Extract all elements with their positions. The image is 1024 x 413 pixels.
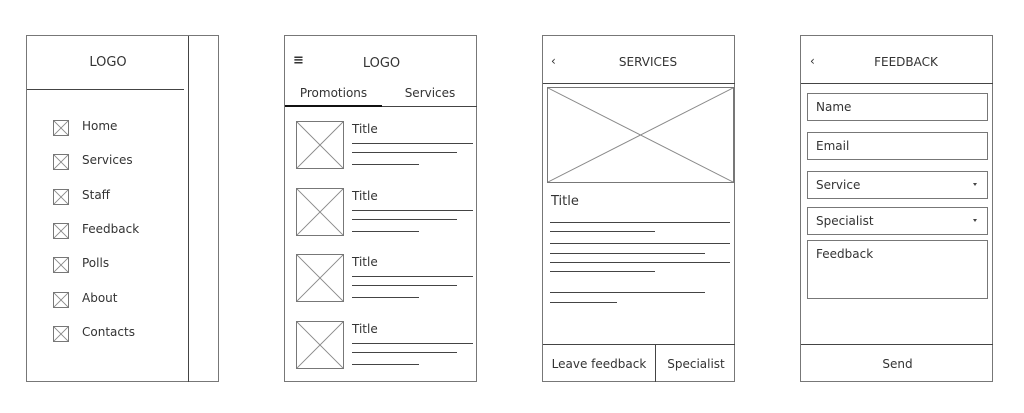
menu-item-contacts[interactable]: Contacts bbox=[53, 324, 173, 342]
email-field[interactable]: Email bbox=[807, 132, 988, 160]
image-placeholder bbox=[296, 320, 344, 369]
text-line bbox=[352, 218, 457, 220]
tab-active-indicator bbox=[285, 105, 382, 107]
text-line bbox=[352, 342, 473, 344]
text-line bbox=[352, 285, 457, 286]
header-divider bbox=[543, 83, 735, 84]
name-field[interactable]: Name bbox=[807, 93, 988, 121]
menu-item-polls[interactable]: Polls bbox=[53, 255, 173, 274]
specialist-button[interactable]: Specialist bbox=[667, 357, 725, 371]
image-placeholder-icon bbox=[53, 222, 69, 239]
menu-item-label: Contacts bbox=[82, 324, 135, 339]
chevron-left-icon[interactable]: ‹ bbox=[810, 54, 815, 68]
list-item[interactable]: Title bbox=[285, 254, 478, 304]
image-placeholder-icon bbox=[53, 291, 69, 308]
hamburger-icon[interactable]: ≡ bbox=[293, 53, 304, 68]
image-placeholder-icon bbox=[53, 188, 69, 205]
text-line bbox=[352, 230, 419, 232]
services-screen: ‹ SERVICES Title Leave feedback Speciali… bbox=[542, 35, 735, 382]
menu-item-label: About bbox=[82, 290, 118, 305]
text-line bbox=[352, 297, 419, 298]
specialist-select[interactable]: Specialist bbox=[807, 207, 988, 235]
menu-item-label: Staff bbox=[82, 187, 110, 202]
image-placeholder-icon bbox=[53, 154, 69, 171]
chevron-left-icon[interactable]: ‹ bbox=[551, 54, 556, 68]
footer-divider bbox=[801, 344, 993, 345]
drawer-edge bbox=[188, 36, 189, 382]
feedback-screen: ‹ FEEDBACK Name Email Service Specialist… bbox=[800, 35, 993, 382]
menu-item-label: Polls bbox=[82, 256, 110, 271]
text-line bbox=[352, 209, 473, 211]
list-item[interactable]: Title bbox=[285, 121, 478, 171]
feedback-placeholder: Feedback bbox=[816, 247, 874, 261]
menu-item-label: Feedback bbox=[82, 221, 140, 236]
list-item[interactable]: Title bbox=[285, 320, 478, 371]
image-placeholder bbox=[547, 87, 734, 183]
service-placeholder: Service bbox=[816, 178, 861, 192]
text-line bbox=[352, 152, 457, 153]
menu-item-staff[interactable]: Staff bbox=[53, 187, 173, 205]
menu-item-home[interactable]: Home bbox=[53, 118, 173, 136]
footer-divider bbox=[543, 344, 735, 345]
screen-title: SERVICES bbox=[618, 55, 678, 69]
caret-down-icon bbox=[973, 183, 977, 186]
caret-down-icon bbox=[973, 219, 977, 222]
list-item-title: Title bbox=[352, 122, 378, 136]
text-line bbox=[352, 351, 457, 353]
image-placeholder-icon bbox=[53, 325, 69, 342]
header-divider bbox=[27, 89, 184, 90]
tab-services[interactable]: Services bbox=[404, 86, 456, 100]
logo: LOGO bbox=[362, 56, 401, 71]
email-placeholder: Email bbox=[816, 139, 850, 153]
leave-feedback-button[interactable]: Leave feedback bbox=[551, 357, 647, 371]
list-item-title: Title bbox=[352, 188, 378, 203]
list-item-title: Title bbox=[352, 255, 378, 269]
menu-item-services[interactable]: Services bbox=[53, 152, 173, 171]
home-screen: ≡ LOGO Promotions Services Title Title T… bbox=[284, 35, 477, 382]
menu-item-feedback[interactable]: Feedback bbox=[53, 221, 173, 239]
screen-title: FEEDBACK bbox=[874, 55, 938, 69]
logo: LOGO bbox=[89, 55, 127, 70]
name-placeholder: Name bbox=[816, 100, 852, 114]
menu-item-label: Services bbox=[82, 153, 133, 168]
content-title: Title bbox=[551, 194, 579, 209]
tab-promotions[interactable]: Promotions bbox=[299, 86, 368, 100]
menu-item-about[interactable]: About bbox=[53, 290, 173, 308]
text-line bbox=[352, 276, 473, 277]
image-placeholder bbox=[296, 121, 344, 169]
service-select[interactable]: Service bbox=[807, 171, 988, 199]
header-divider bbox=[801, 83, 993, 84]
list-item-title: Title bbox=[352, 321, 378, 336]
text-line bbox=[352, 143, 473, 144]
list-item[interactable]: Title bbox=[285, 187, 478, 238]
image-placeholder bbox=[296, 254, 344, 302]
image-placeholder-icon bbox=[53, 120, 69, 136]
specialist-placeholder: Specialist bbox=[816, 214, 874, 228]
text-line bbox=[352, 164, 419, 165]
feedback-textarea[interactable]: Feedback bbox=[807, 240, 988, 299]
image-placeholder-icon bbox=[53, 257, 69, 274]
tab-divider bbox=[382, 106, 477, 107]
footer-button-divider bbox=[655, 344, 656, 382]
text-line bbox=[352, 363, 419, 365]
image-placeholder bbox=[296, 187, 344, 236]
menu-item-label: Home bbox=[82, 119, 118, 133]
send-button[interactable]: Send bbox=[882, 357, 913, 371]
